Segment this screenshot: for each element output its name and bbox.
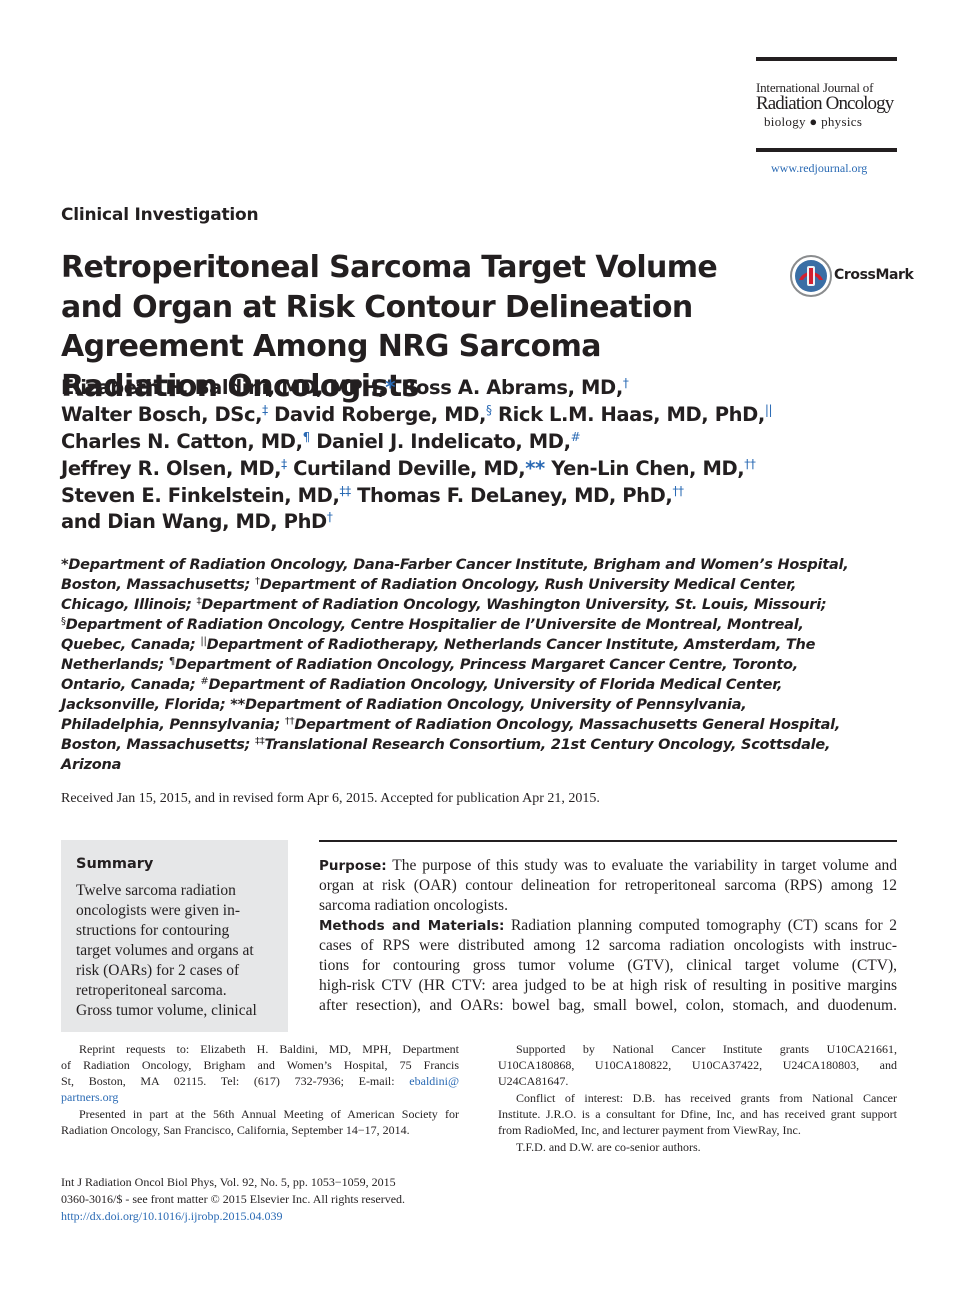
crossmark-label: CrossMark — [834, 267, 914, 283]
abstract-line: tions for contouring gross tumor volume … — [319, 957, 897, 974]
summary-box — [61, 840, 288, 1032]
conflict-footnote-line: Conflict of interest: D.B. has received … — [516, 1091, 897, 1105]
affiliation-line: Chicago, Illinois; ‡Department of Radiat… — [61, 596, 827, 614]
journal-name-line1: International Journal of — [756, 80, 874, 95]
affiliation-line: §Department of Radiation Oncology, Centr… — [61, 616, 804, 634]
author-name: Charles N. Catton, MD, — [61, 430, 303, 453]
reprint-footnote-line: partners.org — [61, 1089, 459, 1105]
abstract-line: organ at risk (OAR) contour delineation … — [319, 877, 897, 894]
masthead-bottom-rule — [756, 148, 897, 152]
reprint-footnote-line: of Radiation Oncology, Brigham and Women… — [61, 1058, 459, 1072]
affiliation-line: Arizona — [61, 757, 122, 773]
author-name: and Dian Wang, MD, PhD — [61, 510, 327, 533]
methods-label: Methods and Materials: — [319, 918, 505, 934]
affiliation-line: *Department of Radiation Oncology, Dana-… — [61, 557, 849, 573]
author-mark[interactable]: †† — [672, 484, 684, 498]
author-line-5: Steven E. Finkelstein, MD,‡‡ Thomas F. D… — [61, 484, 684, 507]
affiliation-line: Philadelphia, Pennsylvania; ††Department… — [61, 716, 841, 734]
author-name: Elizabeth H. Baldini, MD, MPH, — [61, 376, 386, 399]
author-mark[interactable]: # — [570, 430, 581, 444]
journal-name-line2: Radiation Oncology — [756, 93, 894, 114]
summary-heading: Summary — [76, 856, 154, 872]
author-name: Jeffrey R. Olsen, MD, — [61, 457, 282, 480]
article-title: Retroperitoneal Sarcoma Target Volume an… — [61, 250, 718, 404]
abstract-rule — [319, 840, 897, 842]
purpose-label: Purpose: — [319, 858, 387, 874]
summary-line: Gross tumor volume, clinical — [76, 1002, 257, 1019]
author-mark[interactable]: * — [385, 376, 396, 399]
section-label: Clinical Investigation — [61, 205, 259, 225]
author-name: Rick L.M. Haas, MD, PhD, — [498, 403, 765, 426]
affiliation-line: Boston, Massachusetts; ‡‡Translational R… — [61, 736, 831, 754]
conflict-footnote-line: from RadioMed, Inc, and lecturer payment… — [498, 1123, 801, 1137]
journal-url-link[interactable]: www.redjournal.org — [771, 161, 868, 175]
author-name: Walter Bosch, DSc, — [61, 403, 263, 426]
affiliation-line: Netherlands; ¶Department of Radiation On… — [61, 656, 799, 674]
author-line-4: Jeffrey R. Olsen, MD,‡ Curtiland Deville… — [61, 457, 756, 480]
author-name: Yen-Lin Chen, MD, — [551, 457, 745, 480]
author-name: Steven E. Finkelstein, MD, — [61, 484, 340, 507]
author-line-2: Walter Bosch, DSc,‡ David Roberge, MD,§ … — [61, 403, 773, 426]
author-mark[interactable]: ‡‡ — [339, 484, 351, 498]
presented-footnote-line: Radiation Oncology, San Francisco, Calif… — [61, 1123, 410, 1137]
author-mark[interactable]: || — [764, 403, 773, 417]
reprint-footnote-line: St, Boston, MA 02115. Tel: (617) 732-793… — [61, 1074, 460, 1088]
email-link[interactable]: partners.org — [61, 1090, 119, 1104]
summary-line: oncologists were given in- — [76, 902, 241, 919]
author-name: Curtiland Deville, MD, — [293, 457, 526, 480]
support-footnote-line: U10CA180868, U10CA180822, U10CA37422, U2… — [498, 1058, 897, 1072]
author-mark[interactable]: † — [326, 510, 333, 524]
issn-copyright: 0360-3016/$ - see front matter © 2015 El… — [61, 1192, 406, 1206]
author-line-1: Elizabeth H. Baldini, MD, MPH,* Ross A. … — [61, 376, 629, 399]
abstract-line: cases of RPS were distributed among 12 s… — [319, 937, 897, 954]
author-mark[interactable]: § — [486, 403, 492, 417]
author-line-6: and Dian Wang, MD, PhD† — [61, 510, 333, 533]
summary-line: Twelve sarcoma radiation — [76, 882, 236, 899]
summary-line: risk (OARs) for 2 cases of — [76, 962, 240, 979]
affiliation-line: Jacksonville, Florida; **Department of R… — [61, 697, 747, 713]
author-name: David Roberge, MD, — [274, 403, 487, 426]
summary-line: retroperitoneal sarcoma. — [76, 982, 227, 999]
presented-footnote-line: Presented in part at the 56th Annual Mee… — [79, 1107, 459, 1121]
author-name: Ross A. Abrams, MD, — [401, 376, 623, 399]
abstract-line: sarcoma radiation oncologists. — [319, 897, 508, 914]
support-footnote-line: Supported by National Cancer Institute g… — [516, 1042, 897, 1056]
conflict-footnote-line: Institute. J.R.O. is a consultant for Df… — [498, 1107, 897, 1121]
received-dates: Received Jan 15, 2015, and in revised fo… — [61, 791, 600, 806]
summary-line: target volumes and organs at — [76, 942, 254, 959]
author-mark[interactable]: ‡ — [262, 403, 268, 417]
author-mark[interactable]: †† — [744, 457, 756, 471]
summary-line: structions for contouring — [76, 922, 230, 939]
doi-link[interactable]: http://dx.doi.org/10.1016/j.ijrobp.2015.… — [61, 1209, 283, 1223]
masthead-top-rule — [756, 57, 897, 61]
crossmark-badge[interactable] — [789, 254, 902, 298]
affiliation-line: Boston, Massachusetts; †Department of Ra… — [61, 576, 797, 594]
abstract-line: high-risk CTV (HR CTV: area judged to be… — [319, 977, 897, 994]
crossmark-icon — [790, 255, 832, 297]
journal-name-line3: biology ● physics — [764, 114, 863, 129]
affiliation-line: Ontario, Canada; #Department of Radiatio… — [61, 676, 783, 694]
author-mark[interactable]: ** — [525, 457, 545, 480]
abstract-line: Purpose: The purpose of this study was t… — [319, 857, 897, 874]
author-name: Thomas F. DeLaney, MD, PhD, — [357, 484, 673, 507]
affiliation-line: Quebec, Canada; ||Department of Radiothe… — [61, 636, 816, 654]
email-link[interactable]: ebaldini@ — [409, 1074, 460, 1088]
citation: Int J Radiation Oncol Biol Phys, Vol. 92… — [61, 1175, 396, 1189]
author-mark[interactable]: ‡ — [281, 457, 287, 471]
cosenior-footnote: T.F.D. and D.W. are co-senior authors. — [516, 1140, 701, 1154]
author-mark[interactable]: ¶ — [302, 430, 311, 444]
author-line-3: Charles N. Catton, MD,¶ Daniel J. Indeli… — [61, 430, 581, 453]
support-footnote-line: U24CA81647. — [498, 1074, 569, 1088]
abstract-line: Methods and Materials: Radiation plannin… — [319, 917, 897, 934]
abstract-line: after resection), and OARs: bowel bag, s… — [319, 997, 897, 1014]
author-name: Daniel J. Indelicato, MD, — [316, 430, 571, 453]
reprint-footnote-line: Reprint requests to: Elizabeth H. Baldin… — [79, 1042, 459, 1056]
author-mark[interactable]: † — [622, 376, 629, 390]
